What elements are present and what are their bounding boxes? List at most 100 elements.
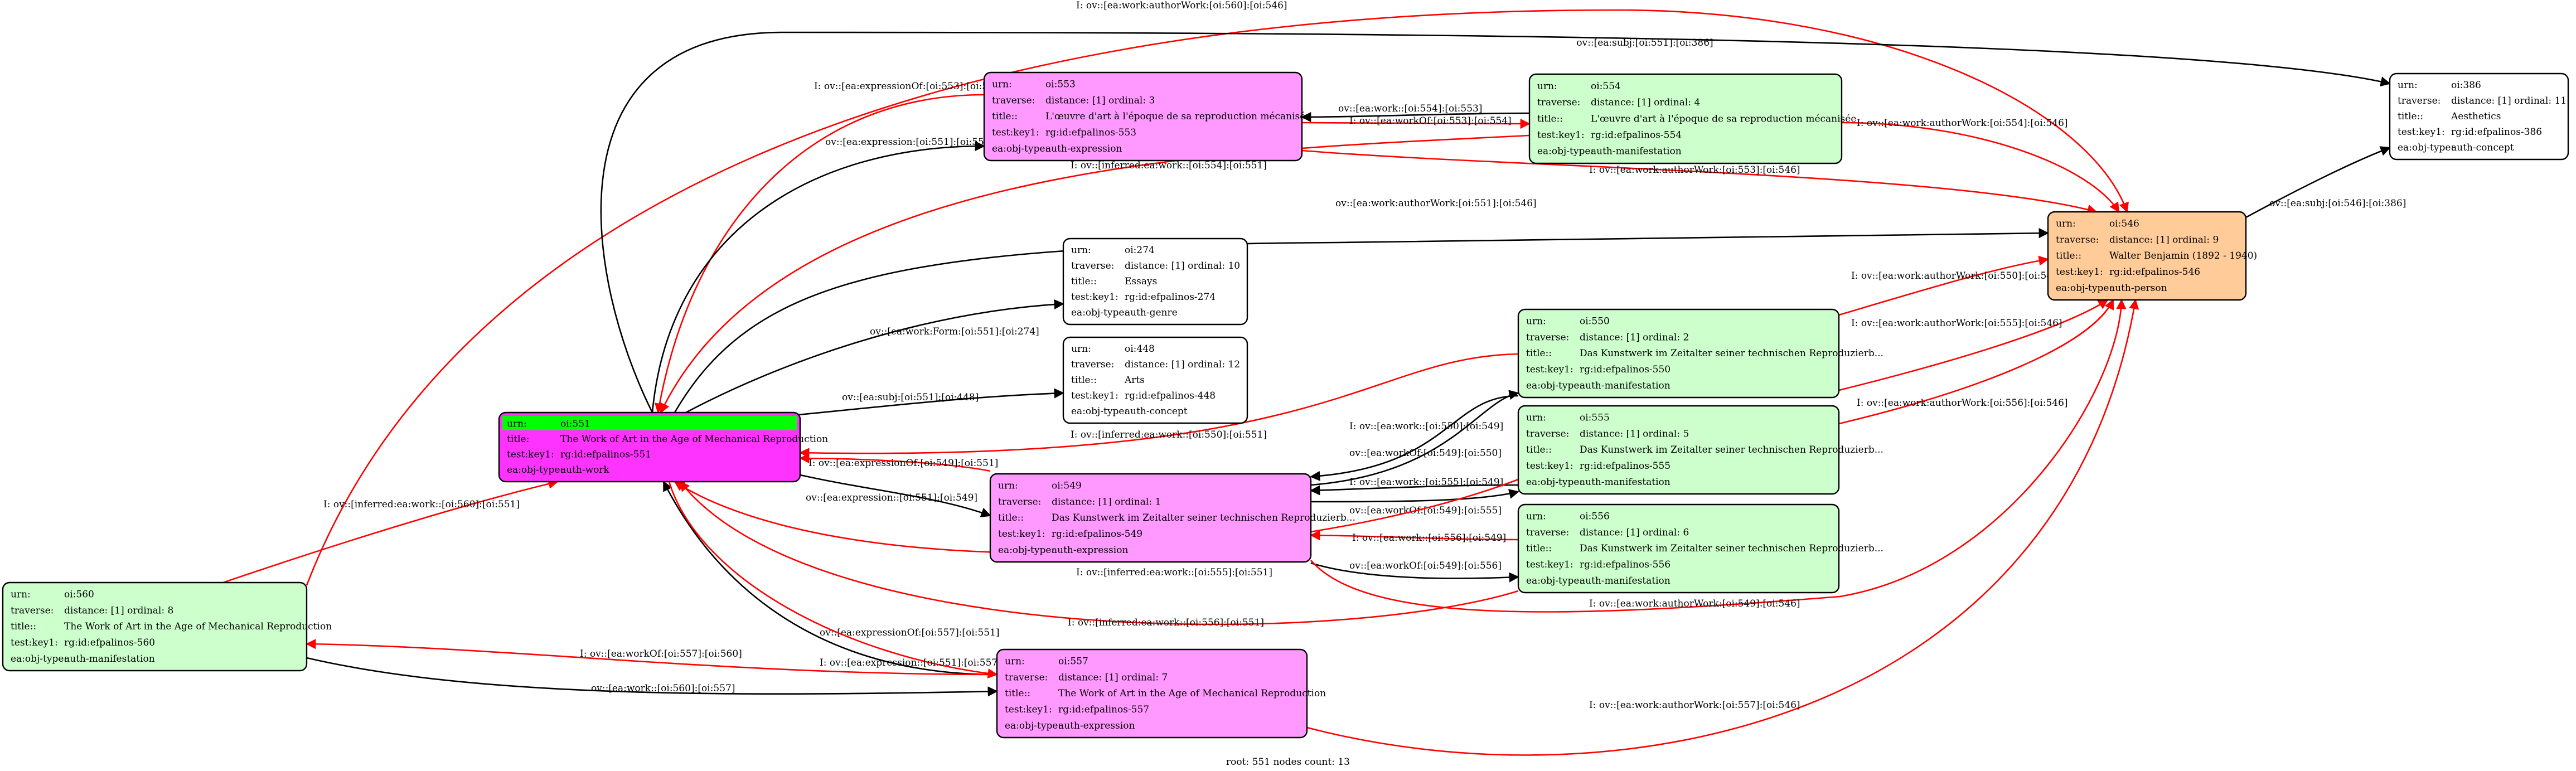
node-field-value: rg:id:efpalinos-557 — [1058, 704, 1149, 715]
node-field-key: title:: — [1005, 688, 1030, 699]
node-box — [1517, 308, 1840, 399]
node-field-value: auth-manifestation — [1580, 575, 1670, 586]
node-field-value: oi:550 — [1580, 316, 1610, 327]
node-box — [1517, 503, 1840, 594]
edge-line — [1310, 489, 1519, 503]
node-field-key: test:key1: — [2398, 127, 2445, 138]
edge: I: ov::[ea:expression::[oi:551]:[oi:557] — [668, 481, 1001, 679]
node-field-key: urn: — [1526, 511, 1546, 522]
edge: I: ov::[ea:expressionOf:[oi:549]:[oi:551… — [799, 453, 998, 472]
node-field-key: traverse: — [992, 95, 1035, 106]
node-field-key: ea:obj-type: — [1071, 406, 1127, 417]
node-field-key: urn: — [2056, 219, 2076, 230]
node-field-key: test:key1: — [11, 637, 58, 648]
node-field-key: title:: — [998, 512, 1024, 523]
node-field-value: auth-manifestation — [64, 653, 155, 665]
edge: I: ov::[inferred:ea:work::[oi:556]:[oi:5… — [679, 481, 1519, 628]
node-field-key: urn: — [11, 589, 31, 600]
node-field-value: auth-expression — [1045, 143, 1122, 154]
edge-line — [1838, 299, 2114, 425]
edge-label: I: ov::[ea:work:authorWork:[oi:556]:[oi:… — [1857, 397, 2068, 409]
node-field-key: test:key1: — [507, 449, 554, 460]
node-field-value: rg:id:efpalinos-274 — [1125, 292, 1216, 303]
node-field-key: ea:obj-type: — [998, 545, 1054, 556]
edge-line — [1301, 118, 1531, 129]
node-field-key: traverse: — [2056, 234, 2099, 245]
node-field-value: auth-work — [560, 464, 610, 476]
node-field-value: Essays — [1125, 276, 1157, 287]
edge-label: ov::[ea:expression:[oi:551]:[oi:553] — [825, 137, 994, 148]
edge-line — [800, 474, 991, 517]
edge-line — [1310, 395, 1519, 481]
edge: I: ov::[ea:workOf:[oi:553]:[oi:554] — [1301, 115, 1531, 129]
node-field-key: title:: — [1071, 375, 1097, 386]
node-field-value: auth-manifestation — [1591, 146, 1682, 157]
node-field-key: title:: — [1526, 543, 1552, 554]
edge-label: ov::[ea:work::[oi:554]:[oi:553] — [1338, 103, 1482, 114]
node-field-key: title:: — [1526, 444, 1552, 455]
node-field-value: auth-manifestation — [1580, 477, 1670, 488]
edge: I: ov::[ea:work:authorWork:[oi:557]:[oi:… — [1306, 299, 2139, 756]
edge-line — [799, 453, 991, 472]
edge-label: I: ov::[inferred:ea:work::[oi:554]:[oi:5… — [1071, 160, 1267, 171]
node-field-key: ea:obj-type: — [1071, 307, 1127, 318]
node-field-value: rg:id:efpalinos-549 — [1052, 528, 1142, 540]
node-field-value: oi:560 — [64, 589, 94, 600]
node-box — [996, 648, 1308, 739]
node-field-key: ea:obj-type: — [2056, 283, 2112, 294]
edge: I: ov::[inferred:ea:work::[oi:560]:[oi:5… — [222, 478, 559, 584]
edge: I: ov::[ea:work:authorWork:[oi:550]:[oi:… — [1838, 255, 2062, 316]
node-field-value: The Work of Art in the Age of Mechanical… — [560, 434, 828, 445]
edge: I: ov::[ea:work:authorWork:[oi:560]:[oi:… — [306, 0, 2129, 586]
edge-label: ov::[ea:workOf:[oi:549]:[oi:550] — [1349, 448, 1502, 459]
edge: ov::[ea:workOf:[oi:549]:[oi:550] — [1310, 390, 1519, 486]
edge-label: I: ov::[ea:work:authorWork:[oi:549]:[oi:… — [1589, 598, 1800, 609]
node-box — [2389, 72, 2569, 161]
edge: I: ov::[inferred:ea:work::[oi:554]:[oi:5… — [660, 134, 1530, 414]
edge-label: I: ov::[ea:expressionOf:[oi:553]:[oi:551… — [814, 81, 1004, 92]
edge-label: I: ov::[inferred:ea:work::[oi:556]:[oi:5… — [1068, 617, 1264, 628]
node-field-value: Walter Benjamin (1892 - 1940) — [2109, 250, 2257, 261]
edge-label: I: ov::[ea:work:authorWork:[oi:557]:[oi:… — [1589, 700, 1800, 711]
node-field-key: ea:obj-type: — [11, 653, 67, 665]
node-field-key: traverse: — [1537, 97, 1580, 108]
node-header-band — [502, 416, 797, 430]
node-field-key: test:key1: — [1526, 364, 1573, 375]
node-field-value: oi:556 — [1580, 511, 1610, 522]
footer-text: root: 551 nodes count: 13 — [1226, 757, 1350, 768]
node-field-value: rg:id:efpalinos-546 — [2109, 266, 2200, 278]
edge-line — [306, 9, 2129, 586]
node-field-key: test:key1: — [1071, 390, 1118, 401]
edge: I: ov::[ea:work:authorWork:[oi:549]:[oi:… — [1310, 299, 2127, 613]
edge: ov::[ea:expressionOf:[oi:557]:[oi:551] — [662, 481, 1000, 676]
node-field-value: distance: [1] ordinal: 3 — [1045, 95, 1155, 106]
edge-line — [306, 657, 998, 697]
node-field-key: test:key1: — [998, 528, 1045, 540]
node-field-value: auth-expression — [1052, 545, 1128, 556]
edge: ov::[ea:subj:[oi:551]:[oi:386] — [600, 31, 2391, 413]
node-field-value: auth-concept — [2451, 142, 2514, 153]
node-field-value: auth-expression — [1058, 720, 1135, 731]
edge-line — [651, 140, 985, 413]
edge: I: ov::[ea:expressionOf:[oi:553]:[oi:551… — [654, 81, 1004, 414]
node-field-value: oi:554 — [1591, 81, 1621, 92]
node-field-key: traverse: — [1071, 260, 1114, 271]
edge: ov::[ea:work:Form:[oi:551]:[oi:274] — [685, 299, 1064, 414]
edge: ov::[ea:work::[oi:560]:[oi:557] — [306, 657, 998, 697]
node-field-value: distance: [1] ordinal: 4 — [1591, 97, 1700, 108]
node-field-key: title:: — [1071, 276, 1097, 287]
edge-line — [1310, 484, 1519, 496]
